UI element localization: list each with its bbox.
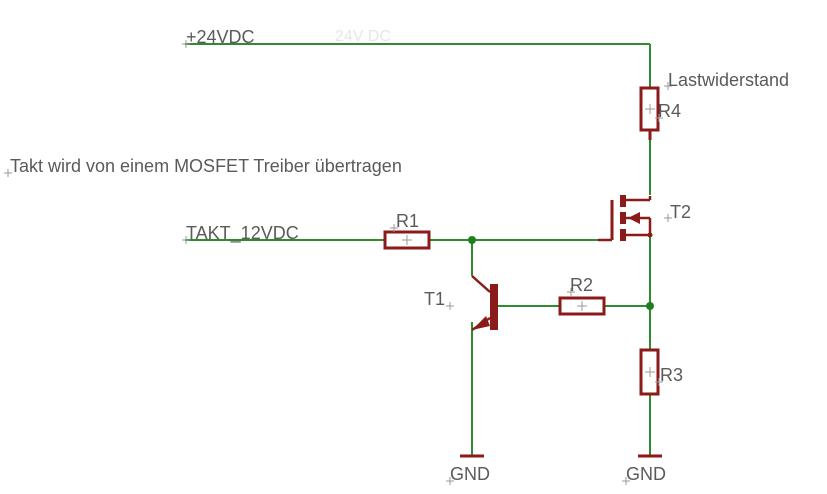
label-supply-ghost: 24V DC (335, 28, 391, 45)
resistor-r4 (639, 86, 660, 140)
t2-body-arrow (628, 212, 640, 224)
junction-gate-node (468, 236, 476, 244)
t1-emitter-arrow (472, 316, 490, 330)
label-supply: +24VDC (186, 27, 255, 47)
label-gnd-right: GND (626, 464, 666, 484)
label-r2: R2 (570, 275, 593, 295)
junction-source-node (646, 302, 654, 310)
resistor-r3 (639, 348, 660, 396)
label-r1: R1 (396, 211, 419, 231)
label-t1: T1 (424, 289, 445, 309)
label-takt-signal: TAKT_12VDC (186, 223, 299, 244)
label-t2: T2 (670, 202, 691, 222)
resistor-r2 (558, 296, 606, 316)
label-load-description: Lastwiderstand (668, 70, 789, 90)
label-r4: R4 (658, 101, 681, 121)
label-note: Takt wird von einem MOSFET Treiber übert… (10, 156, 402, 176)
origin-markers (4, 40, 672, 485)
label-gnd-left: GND (450, 464, 490, 484)
label-r3: R3 (660, 365, 683, 385)
resistor-r1 (383, 230, 431, 250)
transistor-t2 (598, 195, 653, 242)
wires (185, 43, 651, 455)
transistor-t1 (471, 275, 498, 332)
